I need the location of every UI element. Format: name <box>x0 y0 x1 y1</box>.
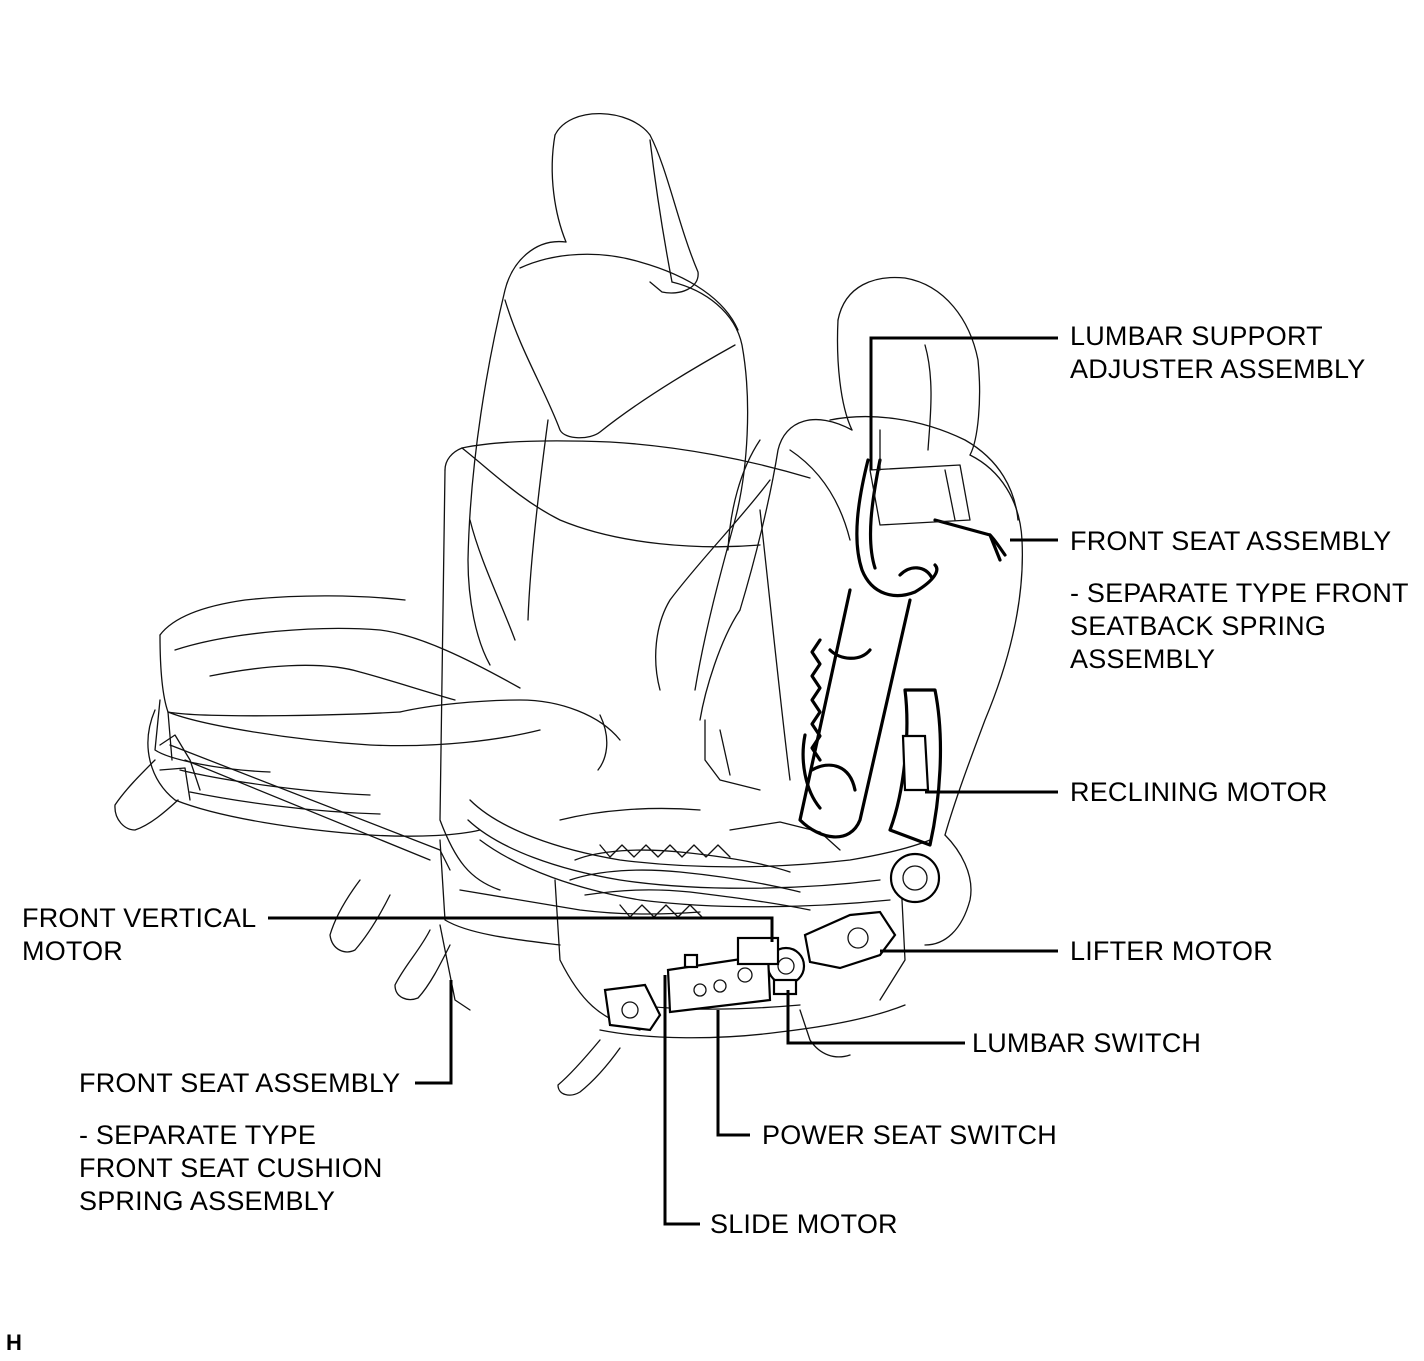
label-line: ADJUSTER ASSEMBLY <box>1070 354 1366 384</box>
label-line: SEATBACK SPRING <box>1070 611 1327 641</box>
power-seat-switch-part <box>666 953 772 1014</box>
label-power-seat-switch: POWER SEAT SWITCH <box>762 1119 1057 1152</box>
seatback-spring-assembly <box>798 429 1007 847</box>
label-line: RECLINING MOTOR <box>1070 777 1328 807</box>
label-line: FRONT VERTICAL <box>22 903 257 933</box>
front-vertical-motor-part <box>736 936 780 966</box>
label-line: MOTOR <box>22 936 123 966</box>
label-front-seat-assembly-back: FRONT SEAT ASSEMBLY <box>1070 525 1391 558</box>
slide-motor-part <box>603 983 662 1032</box>
cushion-spring <box>559 807 841 918</box>
label-line: SPRING ASSEMBLY <box>79 1186 336 1216</box>
label-cushion-spring-assembly: - SEPARATE TYPE FRONT SEAT CUSHION SPRIN… <box>79 1119 383 1218</box>
label-front-vertical-motor: FRONT VERTICAL MOTOR <box>22 902 256 968</box>
label-lumbar-switch: LUMBAR SWITCH <box>972 1027 1201 1060</box>
label-line: - SEPARATE TYPE FRONT <box>1070 578 1409 608</box>
label-line: SLIDE MOTOR <box>710 1209 898 1239</box>
label-reclining-motor: RECLINING MOTOR <box>1070 776 1328 809</box>
label-line: FRONT SEAT ASSEMBLY <box>79 1068 401 1098</box>
label-seatback-spring-assembly: - SEPARATE TYPE FRONT SEATBACK SPRING AS… <box>1070 577 1409 676</box>
label-line: ASSEMBLY <box>1070 644 1216 674</box>
label-line: LIFTER MOTOR <box>1070 936 1273 966</box>
label-front-seat-assembly-cushion: FRONT SEAT ASSEMBLY <box>79 1067 400 1100</box>
label-line: LUMBAR SWITCH <box>972 1028 1202 1058</box>
label-line: FRONT SEAT ASSEMBLY <box>1070 526 1392 556</box>
label-line: - SEPARATE TYPE <box>79 1120 317 1150</box>
label-lumbar-support-adjuster: LUMBAR SUPPORT ADJUSTER ASSEMBLY <box>1070 320 1365 386</box>
label-line: FRONT SEAT CUSHION <box>79 1153 383 1183</box>
front-seat-outline <box>394 276 1024 1096</box>
label-line: LUMBAR SUPPORT <box>1070 321 1323 351</box>
rear-seat-outline <box>114 112 749 953</box>
label-line: POWER SEAT SWITCH <box>762 1120 1057 1150</box>
label-slide-motor: SLIDE MOTOR <box>710 1208 898 1241</box>
leader-lines <box>268 336 1058 1226</box>
label-lifter-motor: LIFTER MOTOR <box>1070 935 1273 968</box>
reclining-motor-part <box>901 734 930 792</box>
figure-code: H <box>6 1330 22 1355</box>
lifter-motor-part <box>803 852 941 970</box>
